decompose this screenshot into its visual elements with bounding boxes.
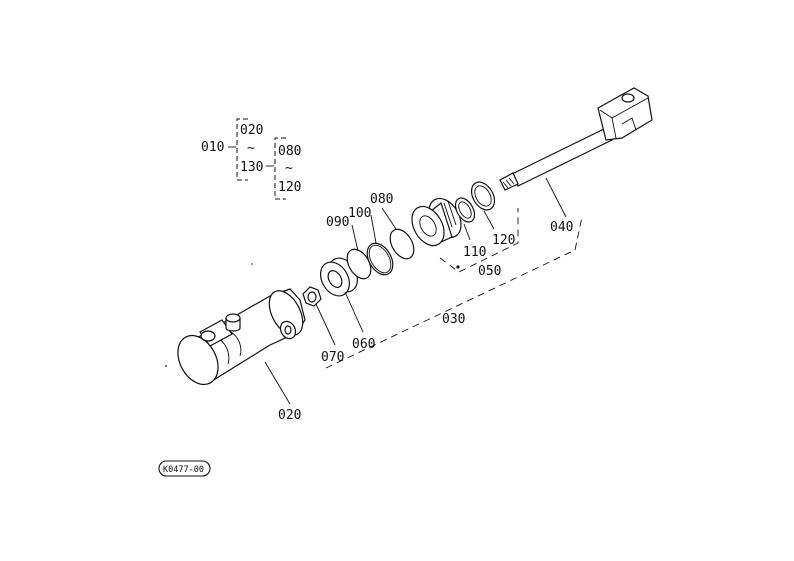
legend-assembly-number: 010 (201, 140, 224, 155)
seal-110-part (454, 197, 476, 223)
cylinder-tube-part (177, 288, 306, 386)
piston-rod-part (499, 87, 653, 191)
legend-range1-end: 130 (240, 160, 263, 175)
rod-guide-part (411, 197, 462, 247)
ring-100-part (366, 242, 394, 276)
callout-080: 080 (370, 192, 393, 207)
legend-bracket-inner (274, 137, 286, 200)
o-ring-080-part (389, 228, 415, 260)
legend-range1-start: 020 (240, 123, 263, 138)
callout-110: 110 (463, 245, 486, 260)
legend-range2-end: 120 (278, 180, 301, 195)
callouts: 020 070 060 030 090 100 080 110 050 120 … (278, 192, 573, 423)
legend-range1-tilde: ~ (247, 141, 255, 156)
callout-070: 070 (321, 350, 344, 365)
callout-040: 040 (550, 220, 573, 235)
callout-030: 030 (442, 312, 465, 327)
group-dashed-lines (325, 208, 583, 369)
leader-lines (264, 177, 567, 405)
drawing-code-stamp: K0477-00 (158, 460, 211, 477)
legend-bracket-outer (236, 118, 248, 181)
legend-range2-tilde: ~ (285, 161, 293, 176)
callout-090: 090 (326, 215, 349, 230)
nut-part (302, 286, 322, 307)
callout-120: 120 (492, 233, 515, 248)
part-group-legend: 010 020 ~ 130 080 ~ 120 (201, 118, 301, 200)
seal-120-part (470, 181, 496, 211)
callout-100: 100 (348, 206, 371, 221)
drawing-code: K0477-00 (163, 465, 204, 475)
callout-020: 020 (278, 408, 301, 423)
callout-060: 060 (352, 337, 375, 352)
callout-050: 050 (478, 264, 501, 279)
legend-range2-start: 080 (278, 144, 301, 159)
